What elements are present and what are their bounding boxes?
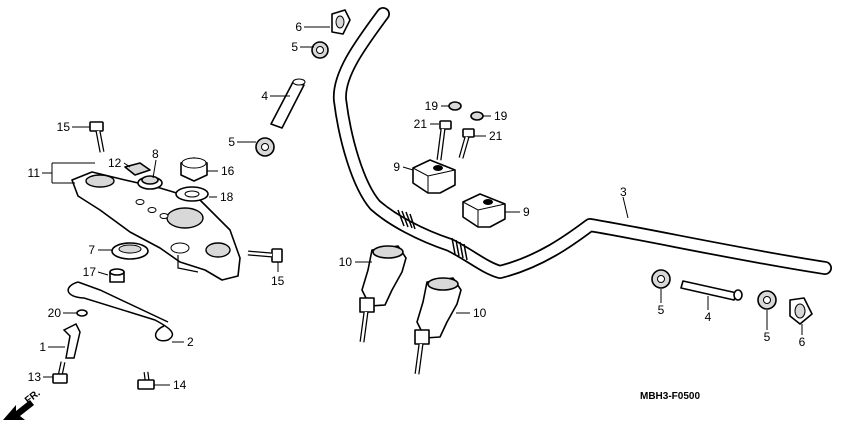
label-19a: 19 <box>425 99 439 113</box>
weight-4-left <box>270 78 306 129</box>
clamp-2 <box>67 281 174 342</box>
bolt-13 <box>52 361 68 384</box>
label-15b: 15 <box>271 274 285 288</box>
washer-18 <box>175 186 209 202</box>
front-direction-arrow: FR. <box>3 388 43 420</box>
bolt-15-right <box>247 248 283 263</box>
label-5a: 5 <box>291 40 298 54</box>
holder-6-left <box>331 9 351 35</box>
part-number-labels: 6 5 4 5 15 11 12 8 16 18 7 17 15 20 2 1 … <box>28 20 806 392</box>
label-1: 1 <box>39 340 46 354</box>
knurl-band <box>397 209 468 261</box>
top-bridge <box>71 171 241 281</box>
label-2: 2 <box>187 335 194 349</box>
label-5c: 5 <box>658 303 665 317</box>
label-13: 13 <box>28 370 42 384</box>
label-6b: 6 <box>799 335 806 349</box>
label-21a: 21 <box>414 117 428 131</box>
label-5b: 5 <box>228 135 235 149</box>
label-15a: 15 <box>57 120 71 134</box>
label-18: 18 <box>220 190 234 204</box>
label-4b: 4 <box>705 310 712 324</box>
washer-20 <box>76 309 88 317</box>
diagram-code: MBH3-F0500 <box>640 391 700 402</box>
label-10b: 10 <box>473 306 487 320</box>
label-4a: 4 <box>261 89 268 103</box>
label-9a: 9 <box>393 160 400 174</box>
handlebar-holder-right <box>462 193 506 228</box>
plate-12 <box>124 162 151 176</box>
rubber-8 <box>137 175 163 190</box>
label-16: 16 <box>221 164 235 178</box>
label-20: 20 <box>48 306 62 320</box>
label-6a: 6 <box>295 20 302 34</box>
label-9b: 9 <box>523 205 530 219</box>
nut-5-right-b <box>757 290 777 310</box>
nut-5-lower-left <box>255 137 275 157</box>
collar-17 <box>109 268 125 283</box>
label-19b: 19 <box>494 109 508 123</box>
label-8: 8 <box>152 147 159 161</box>
cap-19-left <box>448 101 462 111</box>
handlebar-post-right <box>414 277 462 375</box>
label-17: 17 <box>83 265 97 279</box>
cap-nut-16 <box>180 157 208 182</box>
bolt-21-left <box>436 120 452 161</box>
clip-1 <box>62 322 81 359</box>
ring-7 <box>111 242 149 260</box>
leader-lines <box>42 26 803 386</box>
bolt-15-left <box>89 121 105 153</box>
label-14: 14 <box>173 378 187 392</box>
label-10a: 10 <box>339 255 353 269</box>
cap-19-right <box>470 111 484 121</box>
label-7: 7 <box>88 243 95 257</box>
label-5d: 5 <box>764 330 771 344</box>
label-11: 11 <box>28 166 41 180</box>
handlebar-holder-left <box>412 159 456 194</box>
bolt-21-right <box>458 128 475 159</box>
handlebar-post-left <box>359 245 407 343</box>
label-21b: 21 <box>489 129 503 143</box>
nut-5-right-a <box>651 269 671 289</box>
label-3: 3 <box>620 185 627 199</box>
nut-5-upper-left <box>311 41 329 59</box>
holder-6-right <box>789 297 813 325</box>
handlebar <box>332 7 832 279</box>
bolt-14 <box>137 371 155 390</box>
weight-4-right <box>680 280 743 301</box>
label-12: 12 <box>108 156 122 170</box>
